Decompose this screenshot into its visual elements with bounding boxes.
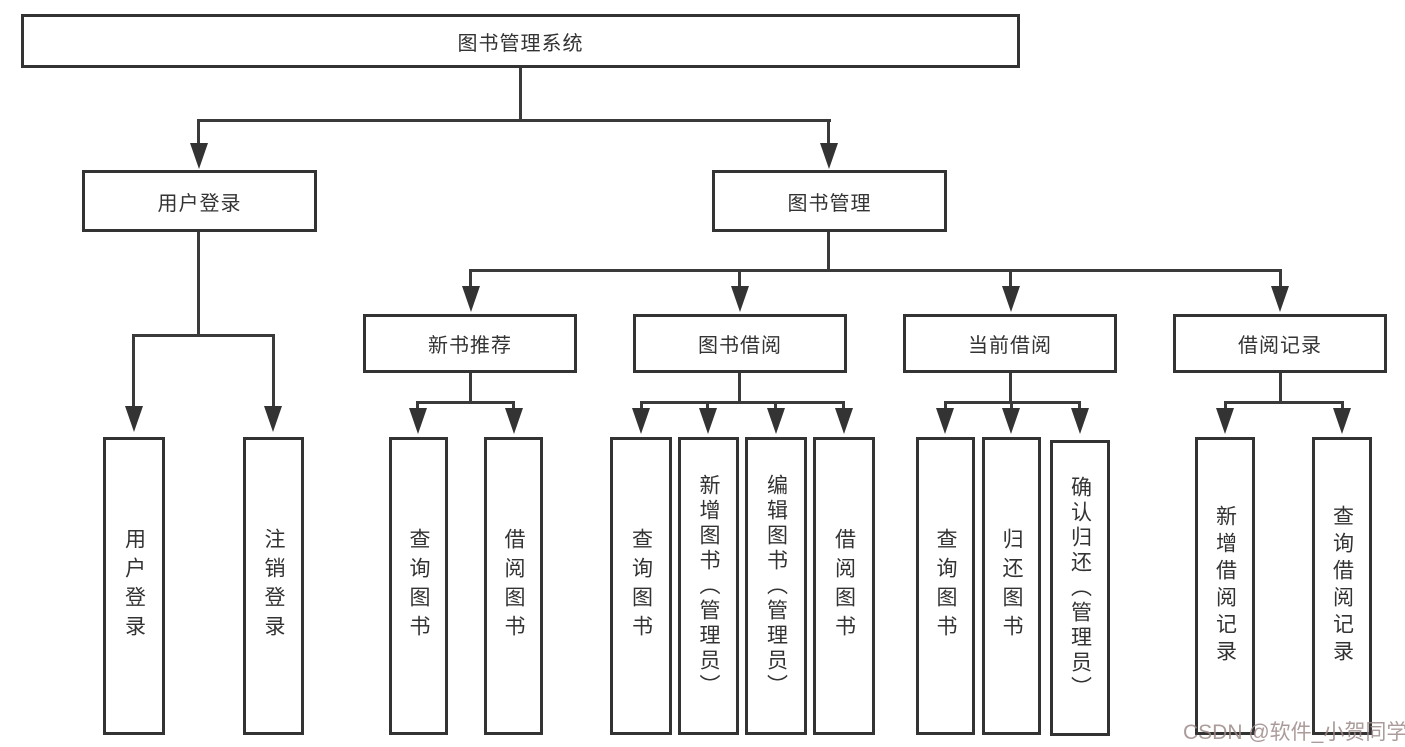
connector-line <box>197 232 200 337</box>
connector-line <box>469 373 472 404</box>
connector-line <box>1279 373 1282 404</box>
connector-line <box>197 119 831 122</box>
arrowhead-down-icon <box>264 406 282 432</box>
connector-line <box>640 401 845 404</box>
node-root-system: 图书管理系统 <box>21 14 1020 68</box>
arrowhead-down-icon <box>1216 408 1234 434</box>
connector-line <box>416 401 515 404</box>
arrowhead-down-icon <box>820 143 838 169</box>
node-current-borrow: 当前借阅 <box>903 314 1117 373</box>
connector-line <box>774 403 777 411</box>
arrowhead-down-icon <box>936 408 954 434</box>
leaf-user-login: 用户登录 <box>103 437 165 735</box>
connector-line <box>1224 403 1227 411</box>
leaf-current-query-books: 查询图书 <box>916 437 975 735</box>
connector-line <box>738 373 741 404</box>
connector-line <box>132 334 275 337</box>
connector-line <box>738 272 741 288</box>
connector-line <box>944 401 1081 404</box>
connector-line <box>469 272 472 288</box>
leaf-borrow-borrow-books: 借阅图书 <box>813 437 875 735</box>
connector-line <box>1279 272 1282 288</box>
arrowhead-down-icon <box>1071 408 1089 434</box>
arrowhead-down-icon <box>767 408 785 434</box>
node-new-book-recommend: 新书推荐 <box>363 314 577 373</box>
connector-line <box>197 121 200 147</box>
node-book-management: 图书管理 <box>712 170 947 232</box>
arrowhead-down-icon <box>505 408 523 434</box>
connector-line <box>827 232 830 272</box>
leaf-current-return-books: 归还图书 <box>982 437 1041 735</box>
node-book-borrow: 图书借阅 <box>633 314 847 373</box>
csdn-watermark: CSDN @软件_小贺同学 <box>1183 721 1405 744</box>
arrowhead-down-icon <box>190 143 208 169</box>
leaf-records-query-record: 查询借阅记录 <box>1312 437 1372 735</box>
connector-line <box>1224 401 1344 404</box>
connector-line <box>1009 272 1012 288</box>
connector-line <box>1010 403 1013 411</box>
connector-line <box>944 403 947 411</box>
leaf-newbook-query-books: 查询图书 <box>389 437 448 735</box>
leaf-borrow-add-books-admin: 新增图书（管理员） <box>678 437 739 735</box>
leaf-borrow-query-books: 查询图书 <box>610 437 672 735</box>
node-borrow-records: 借阅记录 <box>1173 314 1387 373</box>
connector-line <box>1009 373 1012 404</box>
arrowhead-down-icon <box>125 406 143 432</box>
connector-line <box>272 336 275 406</box>
arrowhead-down-icon <box>1002 286 1020 312</box>
connector-line <box>469 269 1282 272</box>
leaf-borrow-edit-books-admin: 编辑图书（管理员） <box>745 437 807 735</box>
node-user-login: 用户登录 <box>82 170 317 232</box>
connector-line <box>640 403 643 411</box>
arrowhead-down-icon <box>1333 408 1351 434</box>
leaf-logout: 注销登录 <box>243 437 304 735</box>
arrowhead-down-icon <box>731 286 749 312</box>
arrowhead-down-icon <box>835 408 853 434</box>
arrowhead-down-icon <box>1271 286 1289 312</box>
connector-line <box>132 336 135 406</box>
connector-line <box>1078 403 1081 411</box>
leaf-records-add-record: 新增借阅记录 <box>1195 437 1255 735</box>
connector-line <box>827 121 830 147</box>
connector-line <box>842 403 845 411</box>
connector-line <box>416 403 419 411</box>
arrowhead-down-icon <box>409 408 427 434</box>
connector-line <box>512 403 515 411</box>
connector-line <box>706 403 709 411</box>
arrowhead-down-icon <box>699 408 717 434</box>
leaf-newbook-borrow-books: 借阅图书 <box>484 437 543 735</box>
arrowhead-down-icon <box>462 286 480 312</box>
arrowhead-down-icon <box>1002 408 1020 434</box>
connector-line <box>519 68 522 121</box>
arrowhead-down-icon <box>632 408 650 434</box>
leaf-current-confirm-return-admin: 确认归还（管理员） <box>1050 440 1110 736</box>
connector-line <box>1341 403 1344 411</box>
